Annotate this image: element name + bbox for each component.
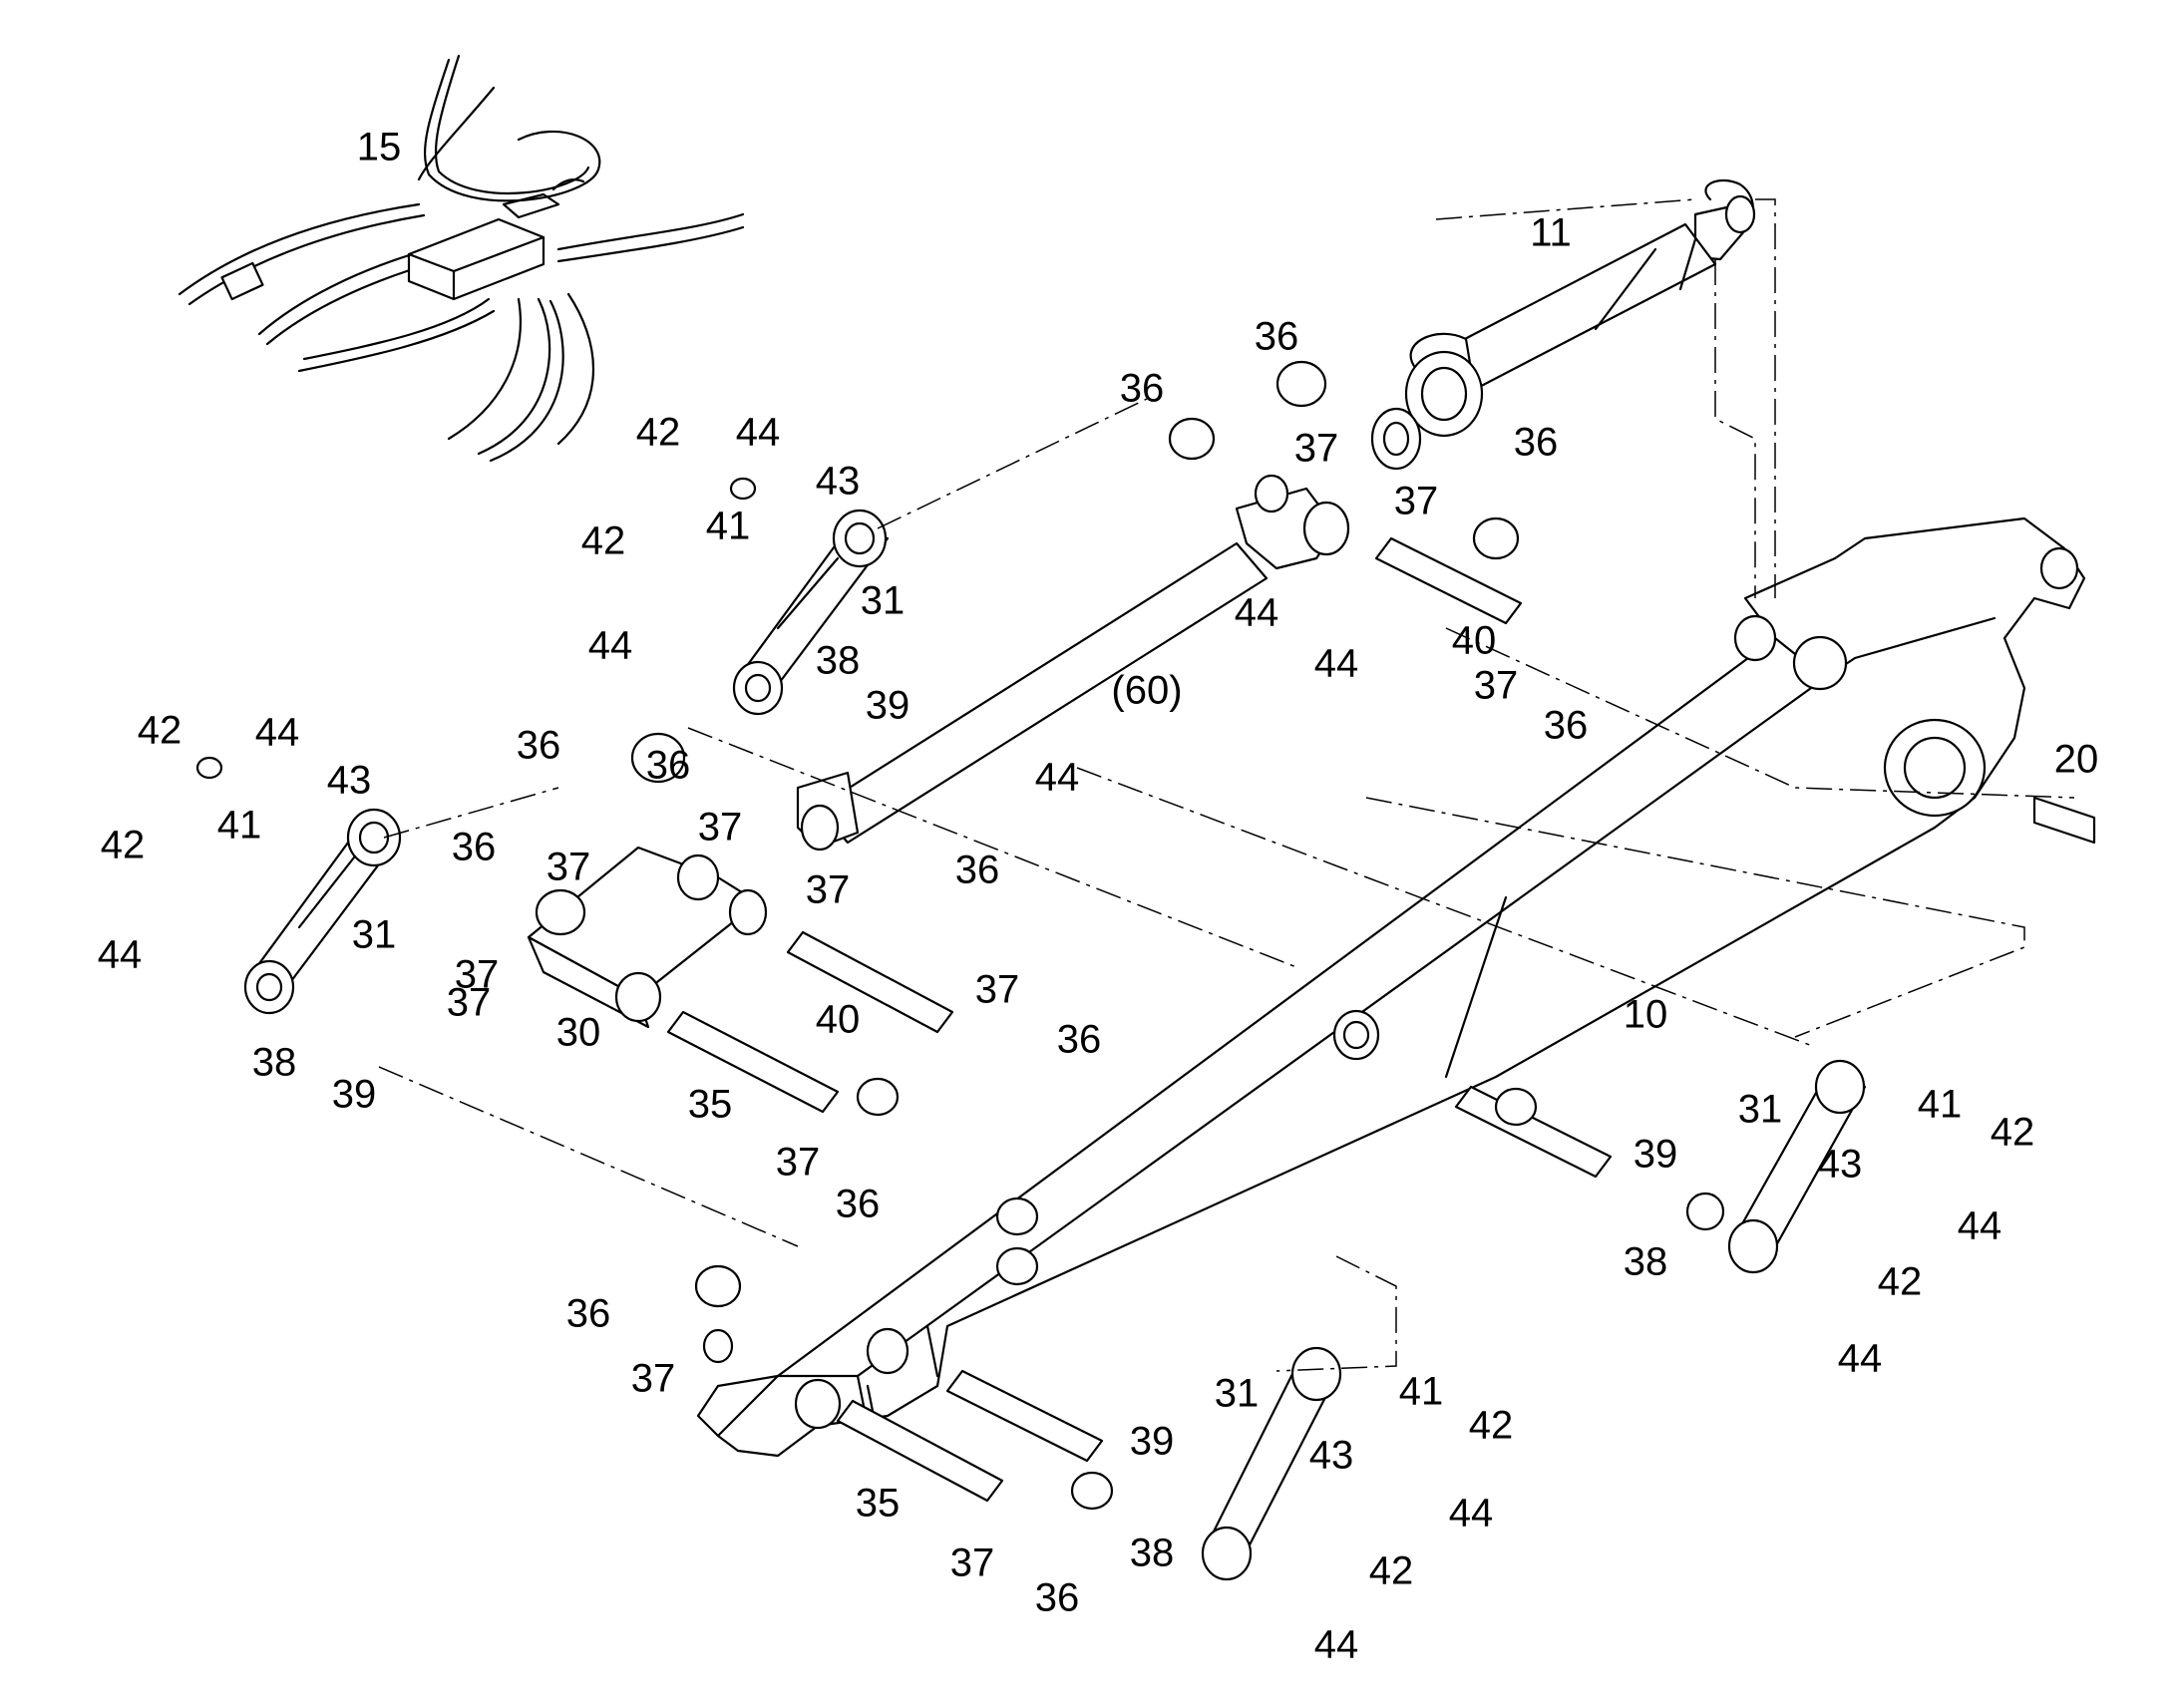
label-41: 41 <box>217 804 262 848</box>
label-43: 43 <box>816 460 861 504</box>
label-41: 41 <box>1918 1083 1963 1127</box>
label-36: 36 <box>955 849 1000 892</box>
main-boom <box>696 516 2086 1458</box>
label-39: 39 <box>1634 1133 1678 1177</box>
label-37: 37 <box>455 953 500 997</box>
label-44: 44 <box>1314 1623 1359 1667</box>
valve-hose-assembly <box>178 54 745 463</box>
label-36: 36 <box>566 1292 611 1336</box>
label-10: 10 <box>1624 993 1668 1037</box>
label-42: 42 <box>636 411 681 455</box>
label-37: 37 <box>631 1357 676 1401</box>
label-36: 36 <box>1035 1576 1080 1620</box>
boom-cylinder <box>1370 179 1756 471</box>
label-31: 31 <box>861 579 906 623</box>
label-44: 44 <box>1449 1492 1494 1536</box>
label-42: 42 <box>101 824 146 867</box>
label-44: 44 <box>1035 756 1080 800</box>
label-15: 15 <box>357 126 402 170</box>
pins <box>666 536 2096 1503</box>
label-44: 44 <box>98 933 143 977</box>
label-11: 11 <box>1530 211 1572 255</box>
label-37: 37 <box>975 968 1020 1012</box>
label-40: 40 <box>1452 619 1497 663</box>
label-42: 42 <box>1369 1549 1414 1593</box>
label-37: 37 <box>447 981 492 1025</box>
hardware-small-parts <box>195 360 1725 1511</box>
link-arm-upper <box>732 509 890 716</box>
label-37: 37 <box>546 846 591 889</box>
label-36: 36 <box>1514 421 1559 465</box>
label-35: 35 <box>688 1083 733 1127</box>
label-31: 31 <box>352 913 397 957</box>
label-44: 44 <box>1838 1337 1883 1381</box>
label-40: 40 <box>816 998 861 1042</box>
label-37: 37 <box>698 806 743 850</box>
label-42: 42 <box>1469 1404 1514 1448</box>
label-37: 37 <box>806 868 851 912</box>
label-43: 43 <box>1309 1434 1354 1478</box>
label-36: 36 <box>452 826 497 869</box>
label-38: 38 <box>252 1041 297 1085</box>
part-labels: 15 11 36 36 37 37 36 42 44 43 41 31 42 4… <box>98 126 2099 1667</box>
alignment-lines <box>378 198 2075 1372</box>
label-30: 30 <box>556 1011 601 1055</box>
label-44: 44 <box>1958 1204 2002 1248</box>
link-arm-right <box>1727 1059 1867 1274</box>
label-37: 37 <box>950 1541 995 1585</box>
label-43: 43 <box>1818 1143 1863 1187</box>
label-60: (60) <box>1111 669 1182 713</box>
label-39: 39 <box>1130 1420 1175 1464</box>
label-39: 39 <box>866 684 910 728</box>
label-42: 42 <box>1878 1260 1923 1304</box>
label-37: 37 <box>1294 427 1339 471</box>
label-36: 36 <box>1120 367 1165 411</box>
label-38: 38 <box>816 639 861 683</box>
label-44: 44 <box>1314 642 1359 686</box>
label-42: 42 <box>138 709 182 753</box>
label-41: 41 <box>1399 1370 1444 1414</box>
label-36: 36 <box>517 724 561 768</box>
label-31: 31 <box>1215 1372 1260 1416</box>
link-arm-left <box>243 808 402 1015</box>
label-37: 37 <box>1474 664 1519 708</box>
label-44: 44 <box>1235 591 1279 635</box>
label-36: 36 <box>1057 1018 1102 1062</box>
label-37: 37 <box>776 1141 821 1185</box>
label-44: 44 <box>255 711 300 755</box>
label-42: 42 <box>1991 1111 2035 1155</box>
label-41: 41 <box>706 505 751 548</box>
label-38: 38 <box>1130 1532 1175 1575</box>
link-arm-bottom <box>1201 1346 1342 1581</box>
label-43: 43 <box>327 759 372 803</box>
label-38: 38 <box>1624 1240 1668 1284</box>
label-31: 31 <box>1738 1088 1783 1132</box>
bracket-30 <box>527 846 768 1029</box>
label-36: 36 <box>646 744 691 788</box>
label-36: 36 <box>836 1183 881 1226</box>
label-36: 36 <box>1544 704 1589 748</box>
label-44: 44 <box>588 624 633 668</box>
label-37: 37 <box>1394 480 1439 523</box>
link-rod <box>796 474 1350 852</box>
label-20: 20 <box>2054 738 2099 782</box>
label-35: 35 <box>856 1482 901 1526</box>
label-36: 36 <box>1255 315 1299 359</box>
label-42: 42 <box>581 519 626 563</box>
label-44: 44 <box>736 411 781 455</box>
label-39: 39 <box>332 1073 377 1117</box>
